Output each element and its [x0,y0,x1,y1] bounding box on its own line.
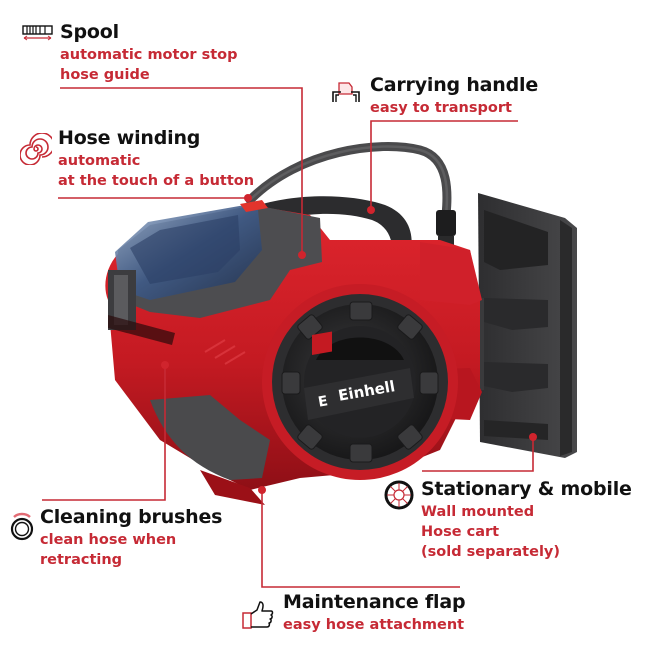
callout-line: Hose cart [421,524,500,540]
spool-icon [22,25,53,41]
callout-line: automatic motor stop [60,47,238,63]
wheel-icon [384,480,414,510]
spiral-icon [20,133,52,165]
callout-line: easy hose attachment [283,617,465,633]
callout-line: retracting [40,552,123,568]
thumbs-up-icon [242,601,274,629]
brand-badge-e: E [316,393,330,411]
callout-stationary-mobile: Stationary & mobile Wall mounted Hose ca… [421,478,632,562]
brush-ring-icon [10,512,34,541]
callout-line: hose guide [60,67,150,83]
callout-title: Cleaning brushes [40,506,223,528]
callout-title: Spool [60,21,119,43]
callout-line: clean hose when [40,532,177,548]
callout-cleaning-brushes: Cleaning brushes clean hose when retract… [40,506,222,570]
callout-carrying-handle: Carrying handle easy to transport [370,74,538,118]
callout-line: easy to transport [370,100,512,116]
einhell-brand-plate [304,331,414,420]
callout-hose-winding: Hose winding automatic at the touch of a… [58,127,254,191]
callout-title: Stationary & mobile [421,478,632,500]
callout-line: Wall mounted [421,504,535,520]
callout-title: Hose winding [58,127,201,149]
handle-icon [332,82,360,102]
callout-line: automatic [58,153,141,169]
callout-title: Carrying handle [370,74,539,96]
callout-line: at the touch of a button [58,173,255,189]
callout-line: (sold separately) [421,544,560,560]
callout-title: Maintenance flap [283,591,466,613]
callout-maintenance-flap: Maintenance flap easy hose attachment [283,591,466,635]
callout-spool: Spool automatic motor stop hose guide [60,21,238,85]
